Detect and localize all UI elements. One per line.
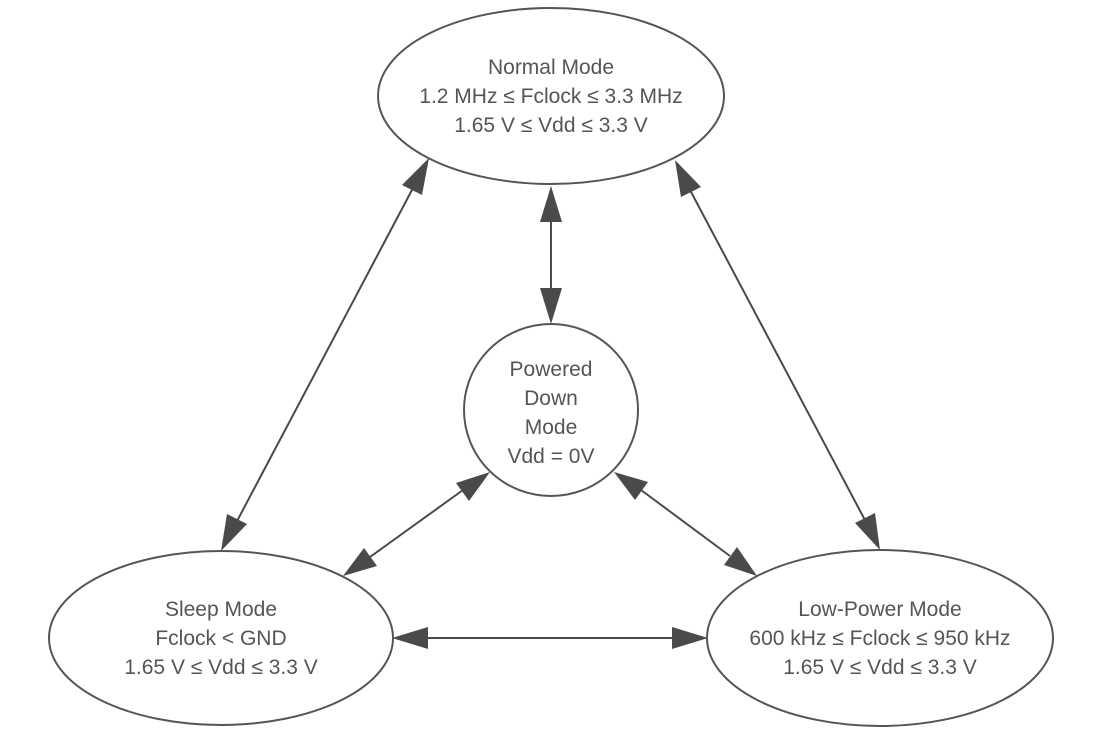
node-powered-down-line-2: Down (524, 387, 578, 410)
node-low-power-line-2: 600 kHz ≤ Fclock ≤ 950 kHz (749, 627, 1010, 650)
edge-normal-sleep (221, 158, 429, 551)
edge-powered-down-sleep (343, 472, 490, 576)
arrowhead-to-sleep (392, 627, 428, 649)
node-low-power-line-1: Low-Power Mode (798, 598, 961, 621)
edge-line (640, 489, 731, 557)
edges (221, 158, 880, 649)
arrowhead-to-low-power (724, 547, 757, 576)
arrowhead-to-sleep (221, 514, 247, 551)
node-sleep-mode: Sleep Mode Fclock < GND 1.65 V ≤ Vdd ≤ 3… (48, 550, 394, 726)
edge-powered-down-low-power (614, 472, 757, 576)
edge-normal-low-power (675, 160, 880, 550)
node-sleep-line-1: Sleep Mode (165, 598, 277, 621)
node-low-power-line-3: 1.65 V ≤ Vdd ≤ 3.3 V (783, 656, 977, 679)
arrowhead-to-powered-down (456, 472, 490, 501)
edge-sleep-low-power (392, 627, 708, 649)
arrowhead-to-normal (675, 160, 701, 197)
node-sleep-line-3: 1.65 V ≤ Vdd ≤ 3.3 V (124, 656, 318, 679)
node-powered-down-shape (463, 323, 639, 497)
node-normal-mode: Normal Mode 1.2 MHz ≤ Fclock ≤ 3.3 MHz 1… (377, 7, 725, 185)
edge-normal-powered-down (540, 186, 562, 324)
node-normal-line-1: Normal Mode (488, 56, 614, 79)
node-normal-line-2: 1.2 MHz ≤ Fclock ≤ 3.3 MHz (419, 85, 682, 108)
node-powered-down-line-4: Vdd = 0V (508, 445, 595, 468)
edge-line (369, 489, 464, 558)
arrowhead-to-low-power (855, 513, 880, 550)
node-low-power-mode: Low-Power Mode 600 kHz ≤ Fclock ≤ 950 kH… (706, 549, 1054, 727)
node-sleep-shape (48, 550, 394, 726)
arrowhead-to-powered-down (614, 472, 648, 500)
node-low-power-shape (706, 549, 1054, 727)
arrowhead-to-sleep (343, 548, 377, 576)
edge-line (235, 187, 414, 524)
arrowhead-up (540, 186, 562, 222)
arrowhead-down (540, 288, 562, 324)
node-powered-down-mode: Powered Down Mode Vdd = 0V (463, 323, 639, 497)
arrowhead-to-normal (402, 158, 429, 195)
node-powered-down-line-1: Powered (510, 358, 593, 381)
node-normal-line-3: 1.65 V ≤ Vdd ≤ 3.3 V (454, 114, 648, 137)
arrowhead-to-low-power (672, 627, 708, 649)
node-normal-shape (377, 7, 725, 185)
node-powered-down-line-3: Mode (525, 416, 578, 439)
node-sleep-line-2: Fclock < GND (155, 627, 286, 650)
edge-line (689, 189, 867, 523)
